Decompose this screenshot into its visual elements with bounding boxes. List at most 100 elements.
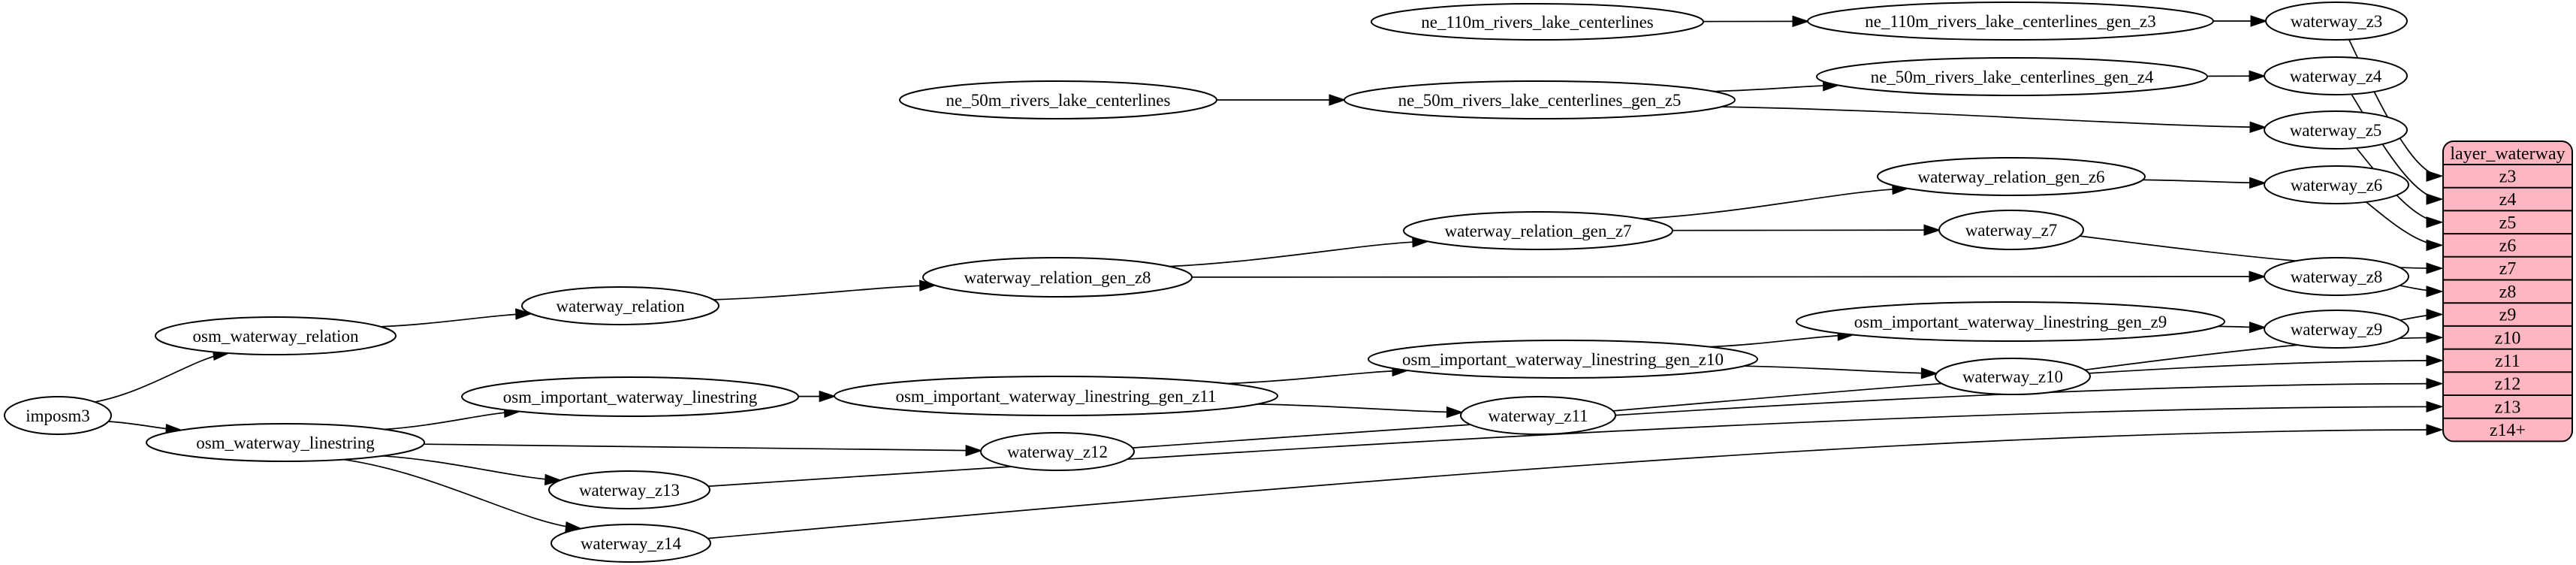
- node-waterway_z10: waterway_z10: [1935, 358, 2091, 395]
- node-ellipse-ne_110m_rivers_lake_centerlines_gen_z3: [1807, 2, 2214, 41]
- node-ellipse-waterway_z12: [980, 432, 1135, 471]
- node-ellipse-osm_important_waterway_linestring_gen_z9: [1796, 301, 2225, 342]
- edge-osm_important_waterway_linestring_gen_z10-waterway_z10: [1743, 365, 1938, 379]
- node-ellipse-waterway_z14: [550, 524, 711, 563]
- node-ellipse-ne_50m_rivers_lake_centerlines_gen_z4: [1816, 57, 2208, 96]
- table-row-z13: z13: [2495, 397, 2521, 417]
- node-label-waterway_z12: waterway_z12: [1007, 443, 1108, 461]
- edges-layer: [95, 15, 2444, 539]
- table-row-z5: z5: [2499, 213, 2517, 233]
- table-row-z9: z9: [2499, 306, 2517, 325]
- node-imposm3: imposm3: [4, 396, 112, 435]
- table-row-z3: z3: [2499, 167, 2517, 186]
- node-label-waterway_relation: waterway_relation: [556, 297, 685, 316]
- node-label-waterway_z8: waterway_z8: [2291, 267, 2383, 286]
- node-label-waterway_z13: waterway_z13: [579, 481, 680, 500]
- node-ellipse-waterway_relation_gen_z7: [1403, 211, 1673, 250]
- node-label-waterway_relation_gen_z8: waterway_relation_gen_z8: [964, 268, 1151, 287]
- node-ellipse-osm_waterway_relation: [155, 316, 397, 355]
- node-ellipse-waterway_relation_gen_z6: [1877, 157, 2146, 196]
- node-ne_110m_rivers_lake_centerlines: ne_110m_rivers_lake_centerlines: [1371, 3, 1704, 41]
- table-row-z6: z6: [2499, 236, 2517, 255]
- node-label-waterway_z6: waterway_z6: [2291, 176, 2383, 195]
- node-label-ne_50m_rivers_lake_centerlines_gen_z5: ne_50m_rivers_lake_centerlines_gen_z5: [1398, 91, 1682, 110]
- edge-waterway_relation_gen_z6-waterway_z6: [2143, 177, 2267, 189]
- node-ellipse-ne_110m_rivers_lake_centerlines: [1371, 3, 1704, 41]
- node-ellipse-waterway_z8: [2264, 257, 2409, 296]
- node-waterway_z8: waterway_z8: [2264, 257, 2409, 296]
- node-label-waterway_z7: waterway_z7: [1965, 221, 2058, 240]
- edge-waterway_z12-row-z12: [1132, 377, 2444, 449]
- table-row-z11: z11: [2495, 352, 2520, 371]
- node-label-waterway_relation_gen_z7: waterway_relation_gen_z7: [1444, 222, 1631, 240]
- edge-waterway_relation_gen_z8-waterway_relation_gen_z7: [1169, 236, 1430, 267]
- node-waterway_relation: waterway_relation: [521, 286, 719, 325]
- node-ellipse-waterway_z7: [1938, 210, 2084, 250]
- node-ellipse-osm_important_waterway_linestring: [461, 376, 799, 417]
- node-osm_important_waterway_linestring_gen_z10: osm_important_waterway_linestring_gen_z1…: [1368, 340, 1758, 379]
- node-ne_50m_rivers_lake_centerlines_gen_z5: ne_50m_rivers_lake_centerlines_gen_z5: [1344, 80, 1736, 119]
- edge-waterway_relation-waterway_relation_gen_z8: [713, 279, 937, 301]
- node-label-ne_50m_rivers_lake_centerlines_gen_z4: ne_50m_rivers_lake_centerlines_gen_z4: [1871, 68, 2154, 86]
- edge-osm_important_waterway_linestring_gen_z11-waterway_z11: [1257, 403, 1464, 418]
- node-osm_waterway_linestring: osm_waterway_linestring: [146, 423, 425, 462]
- node-ellipse-waterway_z10: [1935, 358, 2091, 395]
- node-waterway_z7: waterway_z7: [1938, 210, 2084, 250]
- edge-imposm3-osm_waterway_relation: [95, 349, 231, 403]
- edge-ne_50m_rivers_lake_centerlines_gen_z5-ne_50m_rivers_lake_centerlines_gen_z4: [1713, 80, 1841, 92]
- node-ellipse-waterway_relation: [521, 286, 719, 325]
- node-waterway_relation_gen_z7: waterway_relation_gen_z7: [1403, 211, 1673, 250]
- table-row-z12: z12: [2495, 375, 2521, 394]
- edge-waterway_z6-row-z6: [2366, 201, 2444, 252]
- edge-osm_important_waterway_linestring_gen_z9-waterway_z9: [2218, 321, 2267, 334]
- node-label-waterway_z9: waterway_z9: [2291, 320, 2383, 339]
- edge-osm_waterway_linestring-waterway_z14: [343, 458, 583, 533]
- node-waterway_z12: waterway_z12: [980, 432, 1135, 471]
- edge-waterway_relation_gen_z7-waterway_z7: [1672, 224, 1941, 236]
- node-label-waterway_z14: waterway_z14: [581, 534, 682, 553]
- edge-waterway_z9-row-z9: [2400, 308, 2444, 322]
- node-label-osm_waterway_linestring: osm_waterway_linestring: [196, 434, 375, 452]
- node-label-waterway_z5: waterway_z5: [2290, 121, 2382, 140]
- node-label-osm_important_waterway_linestring_gen_z9: osm_important_waterway_linestring_gen_z9: [1854, 313, 2167, 331]
- table-background: [2442, 140, 2573, 443]
- edge-osm_important_waterway_linestring_gen_z11-osm_important_waterway_linestring_gen_z10: [1226, 364, 1410, 385]
- edge-osm_important_waterway_linestring_gen_z10-osm_important_waterway_linestring_gen_z9: [1709, 329, 1855, 348]
- node-waterway_relation_gen_z8: waterway_relation_gen_z8: [922, 257, 1193, 298]
- edge-waterway_z5-row-z5: [2355, 147, 2444, 228]
- edge-waterway_z14-row-z14+: [707, 424, 2444, 539]
- node-ellipse-osm_important_waterway_linestring_gen_z11: [834, 376, 1278, 416]
- table-title: layer_waterway: [2450, 144, 2565, 164]
- nodes-layer: imposm3 osm_waterway_relation osm_waterway…: [4, 2, 2409, 563]
- node-ellipse-waterway_z11: [1460, 396, 1616, 435]
- node-label-osm_important_waterway_linestring_gen_z10: osm_important_waterway_linestring_gen_z1…: [1402, 350, 1724, 369]
- edge-imposm3-osm_waterway_linestring: [108, 421, 183, 436]
- edge-waterway_relation_gen_z8-waterway_z8: [1191, 270, 2267, 282]
- table-row-z7: z7: [2499, 259, 2517, 279]
- node-ellipse-waterway_z6: [2264, 165, 2409, 204]
- edge-osm_waterway_linestring-waterway_z12: [424, 443, 983, 457]
- edge-osm_waterway_relation-waterway_relation: [380, 308, 533, 328]
- node-waterway_z4: waterway_z4: [2264, 56, 2408, 95]
- node-ellipse-osm_waterway_linestring: [146, 423, 425, 462]
- node-label-ne_50m_rivers_lake_centerlines: ne_50m_rivers_lake_centerlines: [946, 91, 1171, 110]
- node-osm_waterway_relation: osm_waterway_relation: [155, 316, 397, 355]
- node-ellipse-waterway_z3: [2265, 2, 2408, 41]
- table-row-z4: z4: [2499, 190, 2517, 210]
- layer-waterway-table: layer_waterwayz3z4z5z6z7z8z9z10z11z12z13…: [2442, 140, 2573, 443]
- node-ellipse-osm_important_waterway_linestring_gen_z10: [1368, 340, 1758, 379]
- node-label-osm_important_waterway_linestring_gen_z11: osm_important_waterway_linestring_gen_z1…: [895, 387, 1216, 406]
- node-label-waterway_relation_gen_z6: waterway_relation_gen_z6: [1917, 168, 2104, 186]
- node-ellipse-waterway_z9: [2264, 310, 2409, 349]
- node-ellipse-waterway_relation_gen_z8: [922, 257, 1193, 298]
- node-waterway_z5: waterway_z5: [2264, 110, 2408, 150]
- node-label-osm_important_waterway_linestring: osm_important_waterway_linestring: [503, 388, 758, 406]
- node-ellipse-imposm3: [4, 396, 112, 435]
- edge-waterway_z8-row-z8: [2400, 285, 2444, 298]
- node-waterway_z11: waterway_z11: [1460, 396, 1616, 435]
- node-ne_110m_rivers_lake_centerlines_gen_z3: ne_110m_rivers_lake_centerlines_gen_z3: [1807, 2, 2214, 41]
- node-label-waterway_z4: waterway_z4: [2290, 67, 2382, 86]
- table-row-z8: z8: [2499, 282, 2517, 302]
- node-ne_50m_rivers_lake_centerlines_gen_z4: ne_50m_rivers_lake_centerlines_gen_z4: [1816, 57, 2208, 96]
